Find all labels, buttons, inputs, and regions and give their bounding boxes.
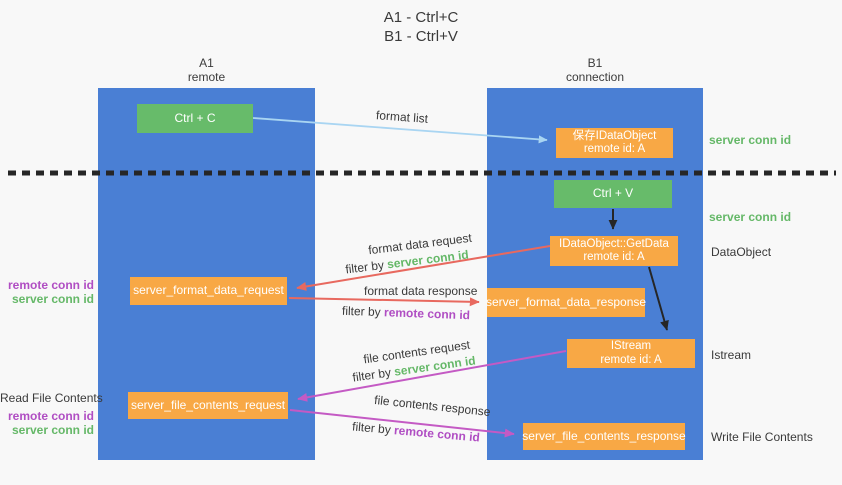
format-data-request-arrow	[296, 245, 551, 291]
left-format-conn-ids: remote conn id server conn id	[0, 278, 94, 306]
ctrl-v-node: Ctrl + V	[554, 180, 672, 208]
title-line-2: B1 - Ctrl+V	[384, 28, 458, 45]
save-dataobject-node: 保存IDataObject remote id: A	[556, 128, 673, 158]
format-data-response-label: format data response	[364, 284, 478, 298]
column-header-a1: A1 remote	[98, 56, 315, 84]
server-file-contents-request-node: server_file_contents_request	[128, 392, 288, 419]
column-b1-name: B1	[587, 56, 603, 70]
getdata-line2: remote id: A	[583, 251, 645, 263]
read-file-contents-label: Read File Contents	[0, 391, 103, 405]
file-contents-request-arrow	[297, 350, 567, 402]
istream-line2: remote id: A	[600, 353, 662, 366]
server-conn-id-label-mid: server conn id	[709, 210, 792, 224]
ctrl-c-node: Ctrl + C	[137, 104, 253, 133]
server-format-data-response-node: server_format_data_response	[486, 288, 646, 317]
remote-conn-id-label: remote conn id	[7, 409, 94, 423]
column-a1-role: remote	[187, 70, 226, 84]
istream-node: IStream remote id: A	[567, 339, 695, 368]
remote-conn-id-label: remote conn id	[7, 278, 94, 292]
getdata-line1: IDataObject::GetData	[559, 237, 669, 250]
server-file-contents-response-node: server_file_contents_response	[522, 423, 686, 450]
server-conn-id-label: server conn id	[11, 292, 94, 306]
server-conn-id-label: server conn id	[11, 423, 94, 437]
format-list-arrow	[252, 117, 548, 144]
diagram-title: A1 - Ctrl+C B1 - Ctrl+V	[0, 8, 842, 46]
file-contents-response-arrow	[289, 409, 515, 438]
server-conn-id-label-top: server conn id	[709, 133, 792, 147]
dataobject-label: DataObject	[711, 245, 772, 259]
write-file-contents-label: Write File Contents	[711, 430, 813, 444]
istream-label: Istream	[711, 348, 752, 362]
column-a1-name: A1	[199, 56, 214, 70]
save-dataobject-line2: remote id: A	[583, 143, 646, 155]
column-b1-role: connection	[565, 70, 625, 84]
server-format-data-request-node: server_format_data_request	[130, 277, 287, 305]
istream-line1: IStream	[610, 340, 652, 352]
remote-conn-id-text: remote conn id	[383, 305, 471, 323]
format-data-response-arrow	[288, 297, 480, 307]
getdata-to-istream-arrow	[648, 266, 669, 331]
getdata-node: IDataObject::GetData remote id: A	[550, 236, 678, 266]
column-header-b1: B1 connection	[487, 56, 703, 84]
left-file-conn-ids: remote conn id server conn id	[0, 409, 94, 437]
title-line-1: A1 - Ctrl+C	[383, 9, 459, 26]
filter-by-text: filter by	[341, 303, 381, 320]
save-dataobject-line1: 保存IDataObject	[572, 129, 657, 142]
